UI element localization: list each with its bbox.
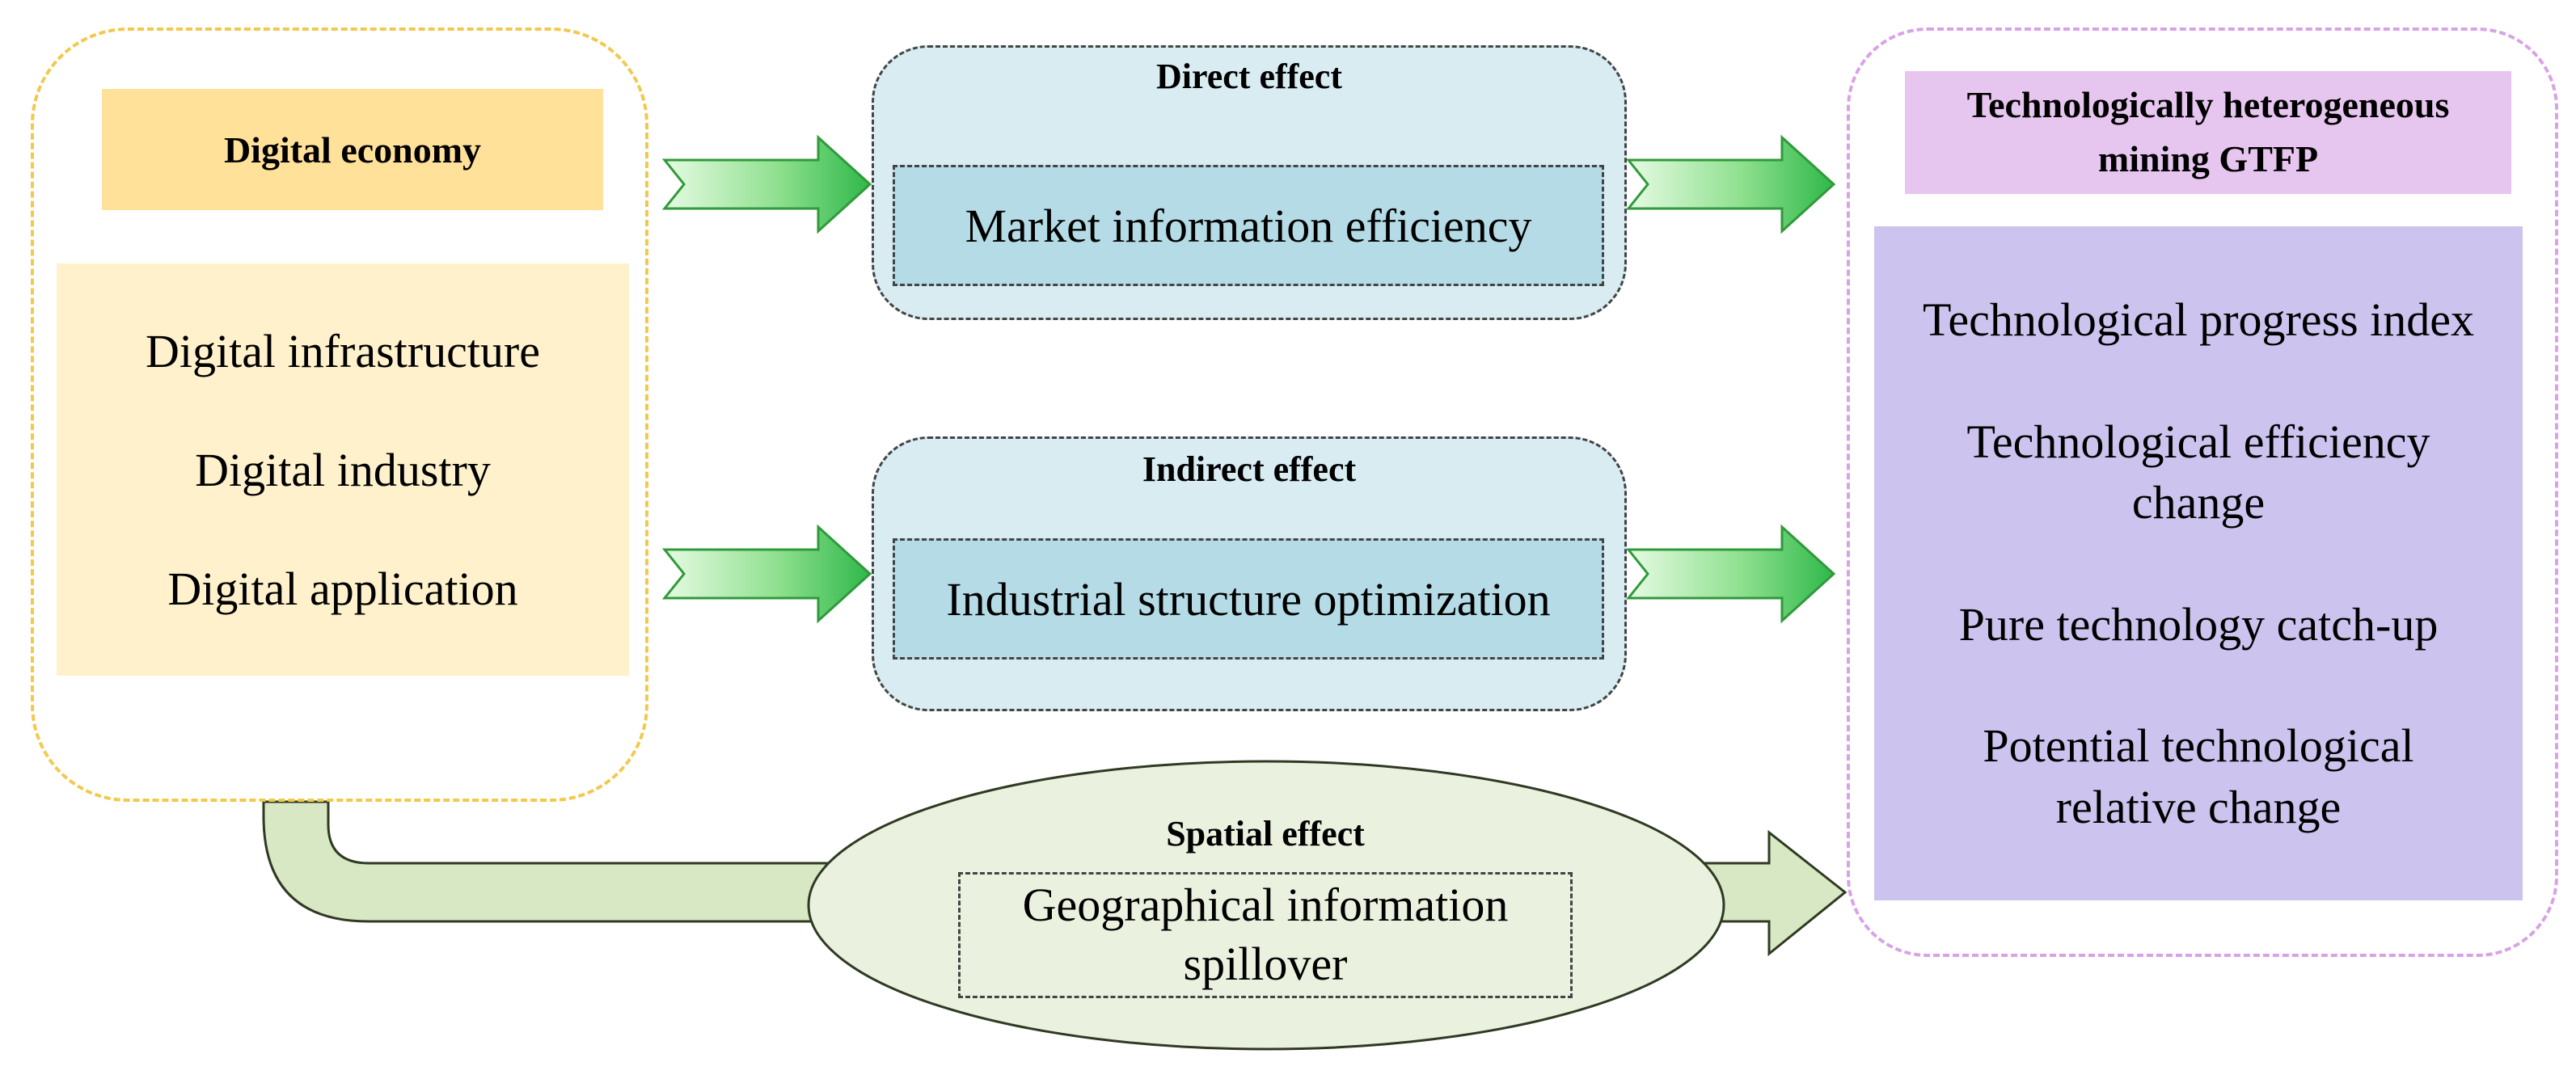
digital-economy-title: Digital economy	[102, 89, 603, 210]
gtfp-title-line1: Technologically heterogeneous	[1966, 84, 2450, 126]
digital-economy-group	[31, 27, 648, 802]
component-potential-technological-relative-change: Potential technological relative change	[1983, 715, 2413, 837]
component-line: Technological efficiency	[1966, 415, 2430, 468]
component-line: Pure technology catch-up	[1958, 597, 2439, 651]
component-line: relative change	[2055, 780, 2342, 833]
digital-economy-dimensions: Digital infrastructure Digital industry …	[57, 263, 629, 676]
component-pure-technology-catch-up: Pure technology catch-up	[1959, 594, 2439, 655]
spatial-effect-content: Spatial effect Geographical information …	[809, 760, 1722, 1051]
component-technological-progress-index: Technological progress index	[1923, 289, 2474, 350]
arrow-economy-to-indirect	[661, 524, 872, 624]
direct-effect-mechanism: Market information efficiency	[893, 165, 1604, 286]
spatial-effect-ellipse	[807, 760, 1725, 1051]
dimension-digital-application: Digital application	[167, 562, 518, 615]
mining-gtfp-group	[1847, 27, 2558, 957]
arrow-economy-to-direct	[661, 134, 872, 234]
arrow-direct-to-gtfp	[1625, 134, 1836, 234]
component-line: Technological progress index	[1922, 293, 2475, 346]
spatial-effect-title: Spatial effect	[1166, 813, 1365, 854]
dimension-digital-industry: Digital industry	[195, 443, 491, 496]
direct-effect-title: Direct effect	[1156, 56, 1342, 96]
component-line: change	[2131, 475, 2266, 529]
indirect-effect-mechanism: Industrial structure optimization	[893, 538, 1604, 660]
arrow-indirect-to-gtfp	[1625, 524, 1836, 624]
spatial-mechanism-line1: Geographical information	[1022, 879, 1509, 931]
spatial-mechanism-line2: spillover	[1183, 937, 1348, 990]
gtfp-title-line2: mining GTFP	[2097, 138, 2319, 179]
spatial-effect-mechanism: Geographical information spillover	[958, 871, 1573, 998]
dimension-digital-infrastructure: Digital infrastructure	[146, 324, 540, 377]
component-technological-efficiency-change: Technological efficiency change	[1967, 411, 2430, 533]
indirect-effect-title: Indirect effect	[1142, 449, 1357, 489]
component-line: Potential technological	[1983, 719, 2414, 773]
mining-gtfp-title: Technologically heterogeneous mining GTF…	[1905, 71, 2511, 194]
mining-gtfp-components: Technological progress index Technologic…	[1874, 226, 2523, 900]
